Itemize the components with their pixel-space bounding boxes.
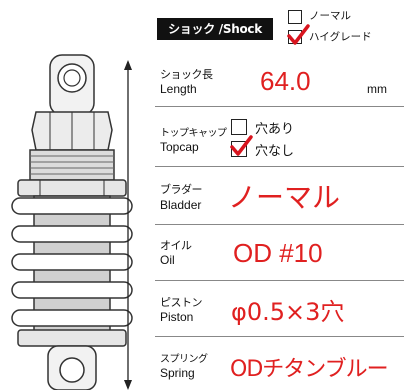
option-highgrade-label: ハイグレード (309, 31, 372, 43)
shock-header-badge: ショック /Shock (157, 18, 273, 40)
spring-value: ODチタンブルー (230, 357, 389, 382)
length-label-jp: ショック長 (160, 68, 213, 81)
topcap-with-hole-label: 穴あり (255, 122, 295, 137)
row-divider (155, 166, 404, 167)
piston-value: φ0.5×3穴 (231, 298, 345, 326)
length-unit: mm (367, 82, 387, 96)
option-normal-checkbox[interactable] (288, 10, 302, 24)
bladder-label-jp: ブラダー (160, 183, 203, 196)
length-value: 64.0 (260, 66, 311, 96)
oil-value: OD #10 (233, 238, 323, 268)
row-divider (155, 224, 404, 225)
check-mark-icon (287, 24, 310, 45)
topcap-label-jp: トップキャップ (160, 128, 227, 139)
spring-label-jp: スプリング (160, 354, 208, 365)
topcap-no-hole-label: 穴なし (255, 144, 295, 159)
check-mark-icon (230, 135, 253, 156)
oil-label-jp: オイル (160, 239, 192, 252)
piston-label-jp: ピストン (160, 296, 203, 309)
piston-label-en: Piston (160, 310, 194, 324)
option-normal-label: ノーマル (309, 10, 351, 22)
bladder-value: ノーマル (228, 181, 341, 214)
length-arrow-icon (124, 60, 132, 390)
oil-label-en: Oil (160, 253, 175, 267)
row-divider (155, 106, 404, 107)
length-label-en: Length (160, 82, 197, 96)
row-divider (155, 336, 404, 337)
topcap-label-en: Topcap (160, 140, 199, 154)
shock-absorber-illustration (11, 54, 133, 390)
row-divider (155, 280, 404, 281)
topcap-with-hole-checkbox[interactable] (231, 119, 247, 135)
spring-label-en: Spring (160, 366, 195, 380)
bladder-label-en: Bladder (160, 198, 202, 212)
